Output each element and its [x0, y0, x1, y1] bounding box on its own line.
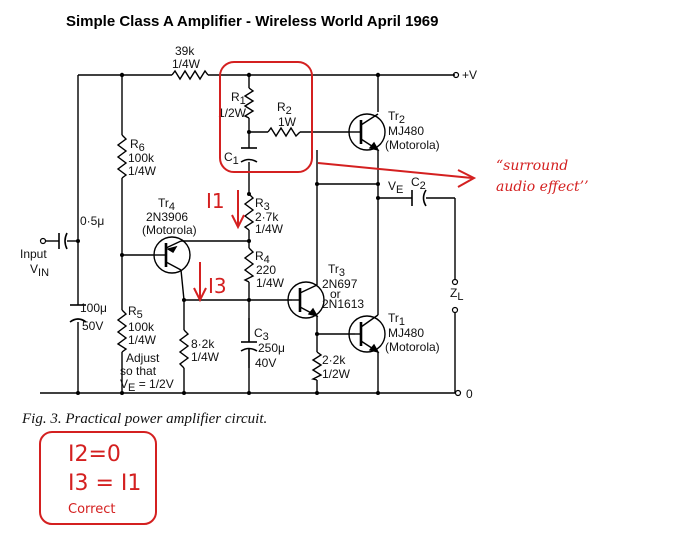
c2-label: C2 — [411, 175, 426, 192]
c100-value: 100μ — [80, 301, 107, 315]
r5-power: 1/4W — [128, 333, 157, 347]
figure-caption: Fig. 3. Practical power amplifier circui… — [21, 411, 267, 427]
transistor-tr2 — [348, 113, 386, 152]
resistor-2k2 — [310, 351, 323, 381]
transistor-tr1 — [348, 314, 386, 354]
c1-label: C1 — [224, 150, 239, 167]
r4-label: R4 — [255, 249, 270, 266]
tr1-label: Tr1 — [388, 311, 405, 328]
resistors — [116, 69, 323, 381]
conclusion-line1: I2=0 — [68, 442, 121, 467]
note-arrow-line — [317, 162, 473, 179]
i3-label: I3 — [208, 274, 227, 298]
resistor-r2 — [267, 126, 301, 138]
page-title: Simple Class A Amplifier - Wireless Worl… — [66, 13, 438, 30]
positive-rail-label: +V — [462, 68, 477, 82]
r2-power: 1W — [278, 115, 297, 129]
adjust-line1: Adjust — [126, 351, 160, 365]
r6-label: R6 — [130, 137, 145, 154]
r5-label: R5 — [128, 304, 143, 321]
note-arrow-head — [457, 169, 477, 188]
c3-voltage: 40V — [255, 356, 276, 370]
tr2-label: Tr2 — [388, 109, 405, 126]
tr3-part: 2N697 — [322, 277, 358, 291]
i1-arrow-head — [231, 214, 245, 230]
tr1-part: MJ480 — [388, 326, 424, 340]
r4-power: 1/4W — [256, 276, 285, 290]
i1-label: I1 — [206, 189, 225, 213]
tr3-alt: 2N1613 — [322, 297, 364, 311]
input-cap-value: 0·5μ — [80, 214, 104, 228]
resistor-r6 — [116, 134, 128, 179]
resistor-r5 — [116, 309, 128, 353]
tr4-part: 2N3906 — [146, 210, 188, 224]
r8k2-power: 1/4W — [191, 350, 220, 364]
tr1-maker: (Motorola) — [385, 340, 440, 354]
tr3-label: Tr3 — [328, 262, 345, 279]
resistor-39k — [171, 69, 209, 81]
conclusion-line3: Correct — [68, 502, 115, 517]
r3-label: R3 — [255, 196, 270, 213]
c100-voltage: 50V — [82, 319, 103, 333]
transistor-tr3 — [287, 281, 325, 319]
tr4-label: Tr4 — [158, 196, 175, 213]
zl-label: ZL — [450, 286, 463, 303]
tr2-part: MJ480 — [388, 124, 424, 138]
c3-label: C3 — [254, 326, 269, 343]
r39k-value: 39k — [175, 44, 195, 58]
r2-label: R2 — [277, 100, 292, 117]
r6-power: 1/4W — [128, 164, 157, 178]
r5-value: 100k — [128, 320, 155, 334]
resistor-r4 — [243, 247, 255, 283]
r2k2-power: 1/2W — [322, 367, 351, 381]
r4-value: 220 — [256, 263, 276, 277]
resistor-r1 — [243, 87, 255, 119]
note-line1: “surround — [496, 158, 568, 174]
capacitor-input — [58, 232, 68, 250]
adjust-line2: so that — [120, 364, 157, 378]
vin-label: VIN — [30, 262, 49, 279]
conclusion-box — [39, 431, 157, 525]
r3-power: 1/4W — [255, 222, 284, 236]
r2k2-value: 2·2k — [322, 353, 346, 367]
highlight-box-r1-r2-c1 — [219, 61, 313, 173]
r1-label: R1 — [231, 90, 246, 107]
zero-rail-label: 0 — [466, 387, 473, 401]
resistor-8k2 — [178, 329, 190, 369]
tr4-maker: (Motorola) — [142, 223, 197, 237]
resistor-r3 — [243, 193, 255, 231]
tr2-maker: (Motorola) — [385, 138, 440, 152]
capacitor-c1 — [240, 147, 258, 163]
r1-power: 1/2W — [218, 106, 247, 120]
adjust-line3: VE = 1/2V — [120, 377, 174, 394]
wiring — [39, 71, 462, 397]
ve-label: VE — [388, 179, 403, 196]
input-label: Input — [20, 247, 47, 261]
capacitor-c3 — [240, 318, 258, 368]
capacitors — [58, 147, 427, 368]
tr3-or: or — [330, 287, 341, 301]
capacitor-100u — [69, 304, 87, 323]
r6-value: 100k — [128, 151, 155, 165]
component-labels: 0·5μ Input VIN 39k 1/4W R1 1/2W R2 1W C1… — [20, 44, 477, 401]
r8k2-value: 8·2k — [191, 337, 215, 351]
transistor-tr4 — [153, 236, 191, 274]
r3-value: 2·7k — [255, 210, 279, 224]
c3-value: 250μ — [258, 341, 285, 355]
note-line2: audio effect’’ — [496, 179, 589, 195]
r39k-power: 1/4W — [172, 57, 201, 71]
conclusion-line2: I3 = I1 — [68, 471, 141, 496]
i3-arrow-head — [193, 287, 207, 303]
transistors — [153, 113, 386, 354]
red-annotations: “surround audio effect’’ I1 I3 I2=0 I3 =… — [39, 61, 589, 525]
capacitor-c2 — [411, 189, 427, 207]
